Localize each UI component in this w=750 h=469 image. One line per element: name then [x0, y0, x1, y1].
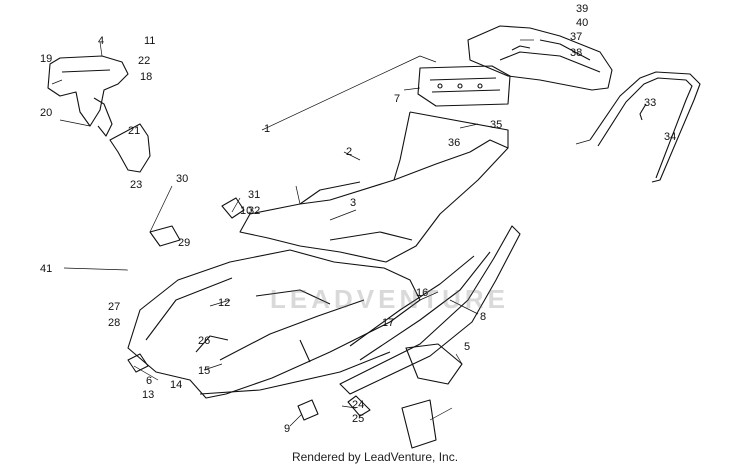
- callout-39: 39: [576, 3, 588, 15]
- callout-23: 23: [130, 179, 142, 191]
- callout-5: 5: [464, 341, 470, 353]
- callout-4: 4: [98, 35, 104, 47]
- callout-18: 18: [140, 71, 152, 83]
- seat-part[interactable]: [467, 25, 613, 91]
- front-bracket-part[interactable]: [47, 55, 151, 173]
- callout-7: 7: [394, 93, 400, 105]
- watermark: LEADVENTURE: [270, 284, 510, 314]
- callout-36: 36: [448, 137, 460, 149]
- side-frame-part[interactable]: [127, 249, 421, 399]
- callout-30: 30: [176, 173, 188, 185]
- rear-plate-part[interactable]: [417, 65, 511, 107]
- callout-11: 11: [144, 35, 155, 47]
- callout-2: 2: [346, 146, 352, 158]
- callout-22: 22: [138, 55, 150, 67]
- callout-8: 8: [480, 311, 486, 323]
- callout-1: 1: [264, 123, 270, 135]
- callout-41: 41: [40, 263, 52, 275]
- bracket-parts[interactable]: [127, 197, 463, 449]
- callout-28: 28: [108, 317, 120, 329]
- tunnel-part[interactable]: [239, 111, 509, 263]
- callout-12: 12: [218, 297, 230, 309]
- callout-19: 19: [40, 53, 52, 65]
- callout-16: 16: [416, 287, 428, 299]
- running-board-part[interactable]: [339, 225, 521, 395]
- callout-13: 13: [142, 389, 154, 401]
- callout-9: 9: [284, 423, 290, 435]
- callout-15: 15: [198, 365, 210, 377]
- callout-33: 33: [644, 97, 656, 109]
- callout-29: 29: [178, 237, 190, 249]
- callout-10: 10: [240, 205, 252, 217]
- callout-21: 21: [128, 125, 140, 137]
- grab-bar-part[interactable]: [589, 71, 701, 183]
- callout-38: 38: [570, 47, 582, 59]
- callout-24: 24: [352, 399, 364, 411]
- footer-credit: Rendered by LeadVenture, Inc.: [291, 450, 459, 464]
- callout-35: 35: [490, 119, 502, 131]
- callout-3: 3: [350, 197, 356, 209]
- callout-17: 17: [382, 317, 394, 329]
- callout-20: 20: [40, 107, 52, 119]
- callout-32: 32: [248, 205, 260, 217]
- leader-lines: [51, 39, 591, 427]
- callout-31: 31: [248, 189, 260, 201]
- callout-34: 34: [664, 131, 676, 143]
- callout-40: 40: [576, 17, 588, 29]
- callout-25: 25: [352, 413, 364, 425]
- callout-26: 26: [198, 335, 210, 347]
- callout-37: 37: [570, 31, 582, 43]
- callout-6: 6: [146, 375, 152, 387]
- callout-14: 14: [170, 379, 182, 391]
- callout-labels: 1234567891011121314151617181920212223242…: [40, 3, 676, 435]
- callout-27: 27: [108, 301, 120, 313]
